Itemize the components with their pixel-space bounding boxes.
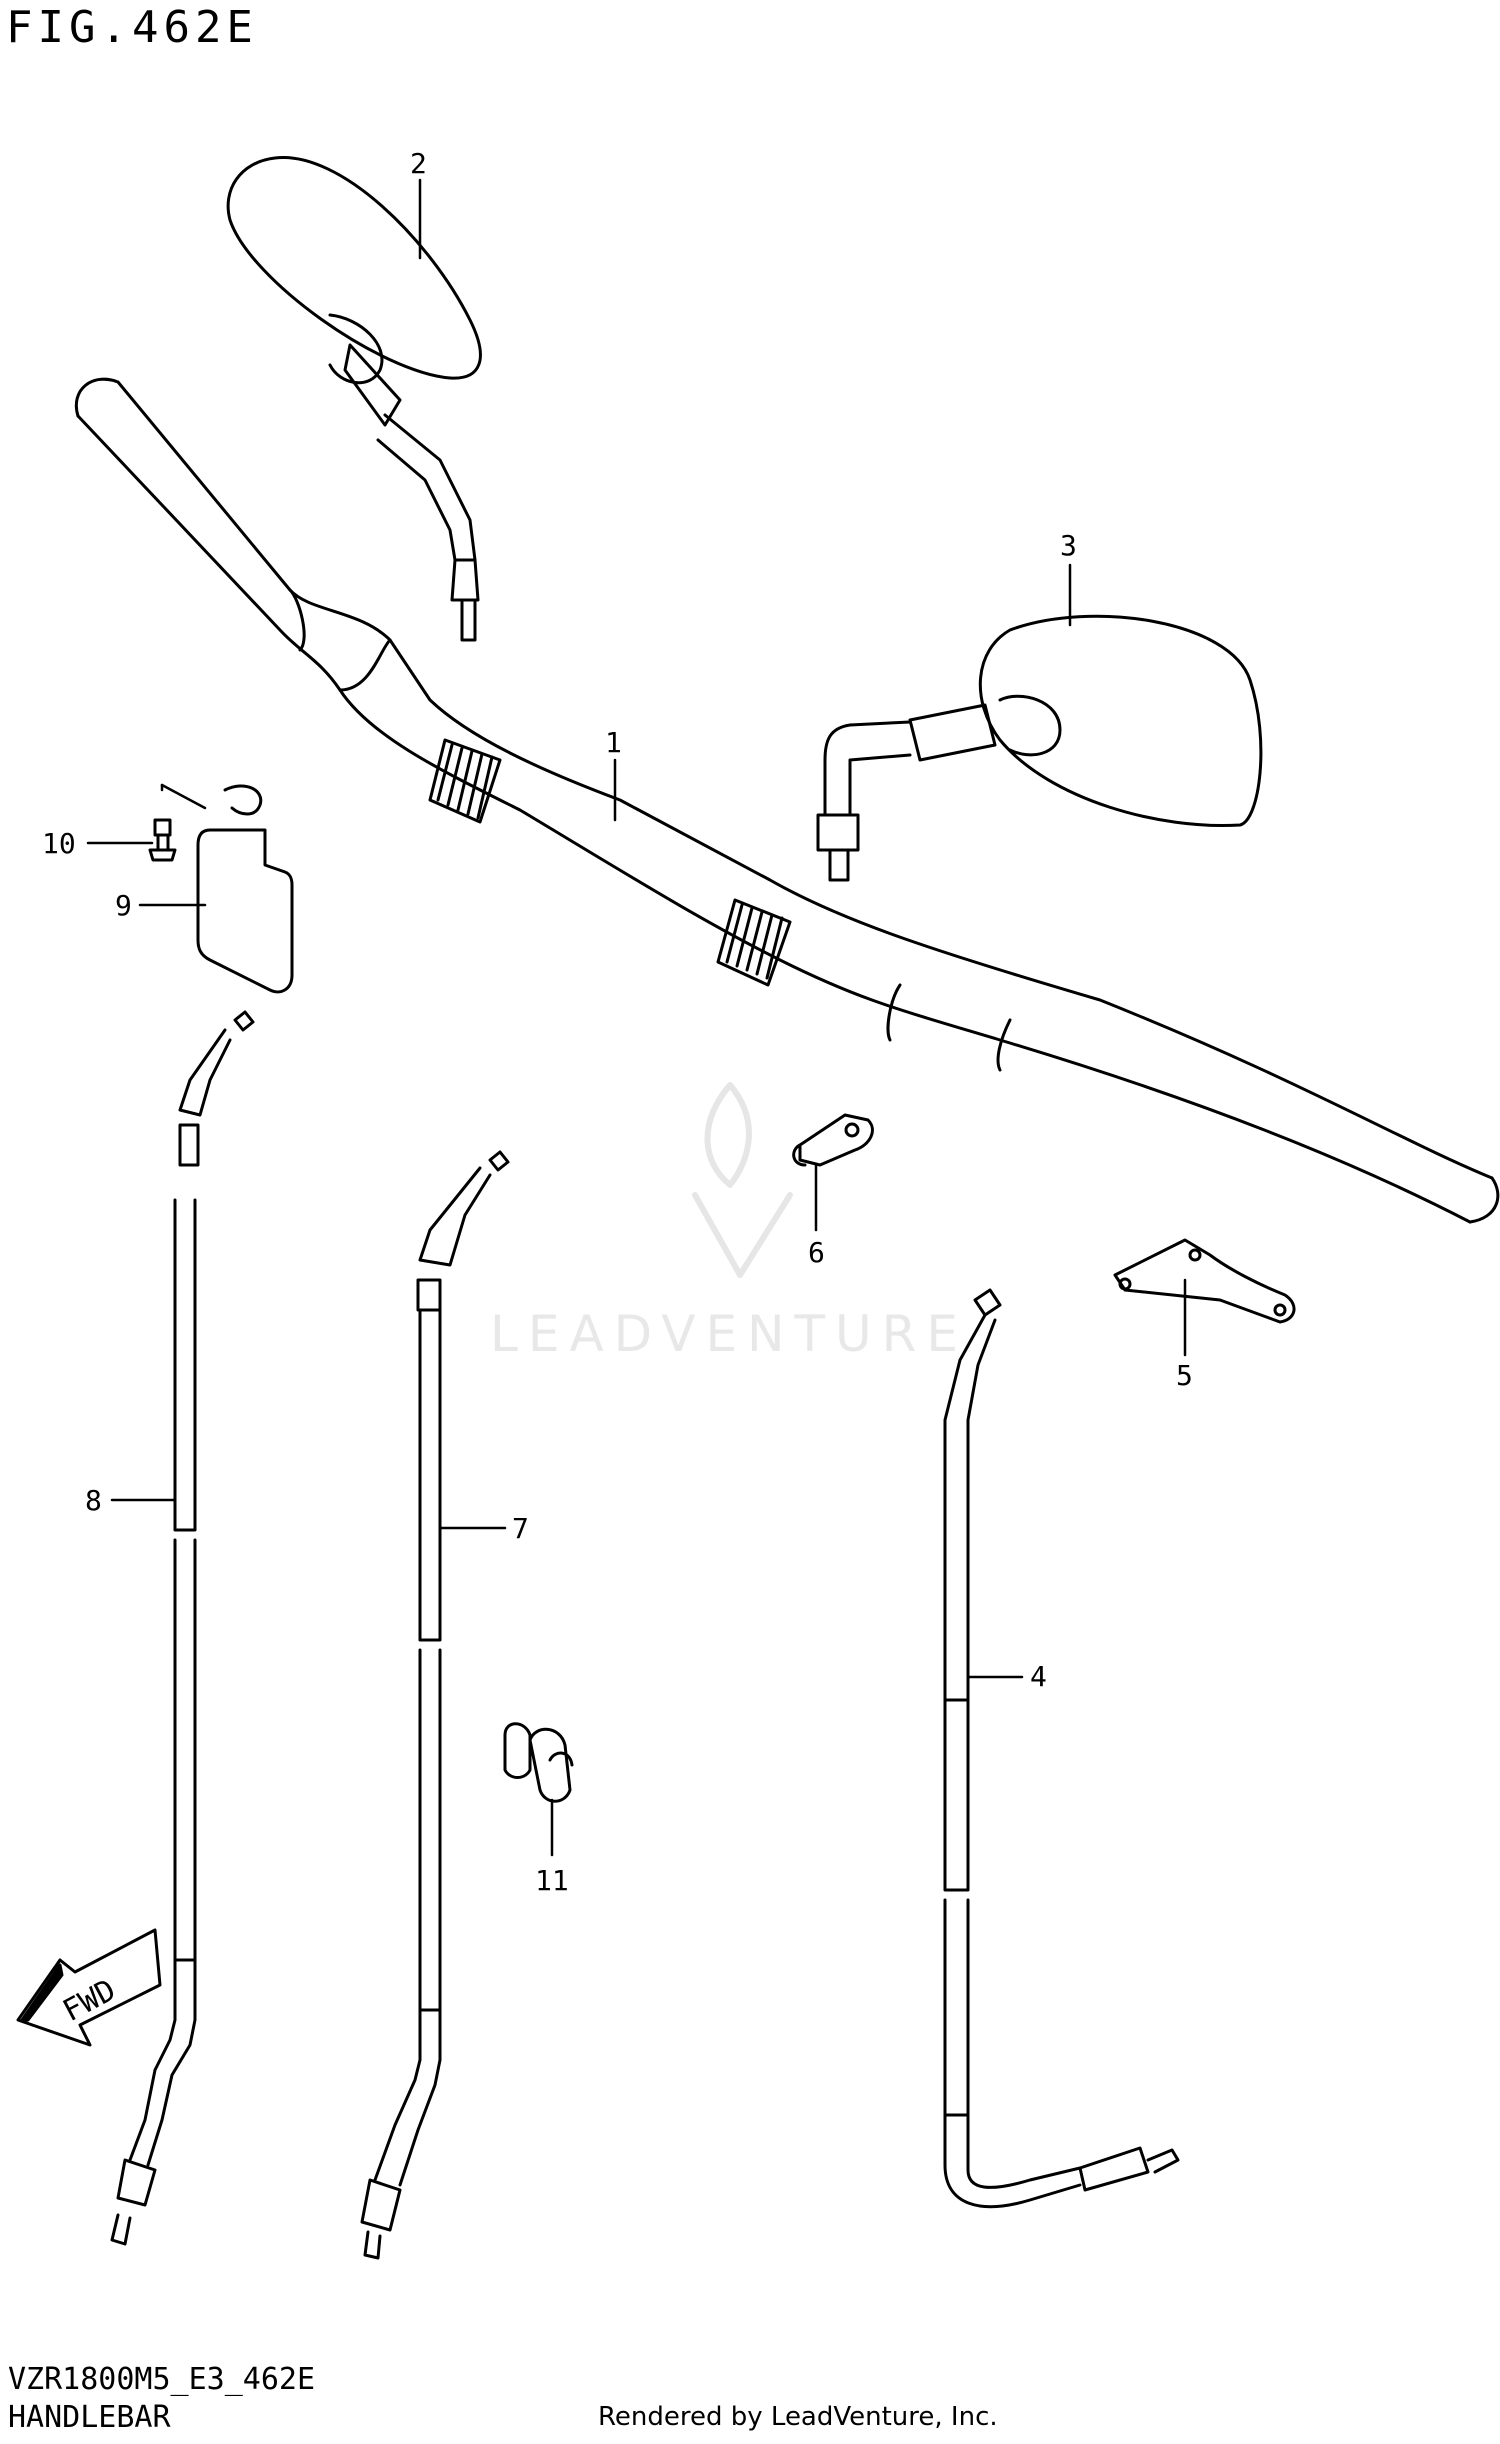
- cable-part-7[interactable]: [360, 1150, 510, 2260]
- callout-4: 4: [1030, 1660, 1047, 1693]
- callout-2: 2: [410, 147, 427, 180]
- fwd-arrow: [16, 1928, 162, 2047]
- callout-7: 7: [512, 1512, 529, 1545]
- right-mirror-part-3[interactable]: [816, 614, 1263, 882]
- diagram-caption: HANDLEBAR: [8, 2400, 171, 2435]
- bracket-part-5[interactable]: [1113, 1238, 1296, 1324]
- clamp-part-6[interactable]: [792, 1113, 874, 1167]
- handlebar-knurl: [428, 738, 792, 987]
- figure-title: FIG.462E: [6, 2, 258, 53]
- watermark-logo: [692, 1082, 793, 1278]
- callout-8: 8: [85, 1484, 102, 1517]
- callout-6: 6: [808, 1236, 825, 1269]
- callout-9: 9: [115, 889, 132, 922]
- clip-part-11[interactable]: [503, 1722, 574, 1803]
- callout-numbers: 1 2 3 4 5 6 7 8 9 10 11 FWD: [42, 147, 1193, 2029]
- tag-part-9[interactable]: [196, 784, 294, 994]
- cable-part-4[interactable]: [943, 1288, 1180, 2208]
- cable-part-8[interactable]: [110, 1010, 255, 2246]
- callout-5: 5: [1176, 1359, 1193, 1392]
- watermark-text: LEADVENTURE: [490, 1305, 968, 1363]
- callout-3: 3: [1060, 529, 1077, 562]
- leader-lines: [86, 178, 1187, 1857]
- screw-part-10[interactable]: [148, 818, 177, 862]
- handlebar-part-1[interactable]: [74, 377, 1500, 1224]
- callout-10: 10: [42, 827, 76, 860]
- left-mirror-part-2[interactable]: [226, 156, 482, 642]
- callout-1: 1: [605, 726, 622, 759]
- model-code: VZR1800M5_E3_462E: [8, 2362, 316, 2397]
- render-credit: Rendered by LeadVenture, Inc.: [598, 2402, 998, 2432]
- callout-11: 11: [535, 1864, 569, 1897]
